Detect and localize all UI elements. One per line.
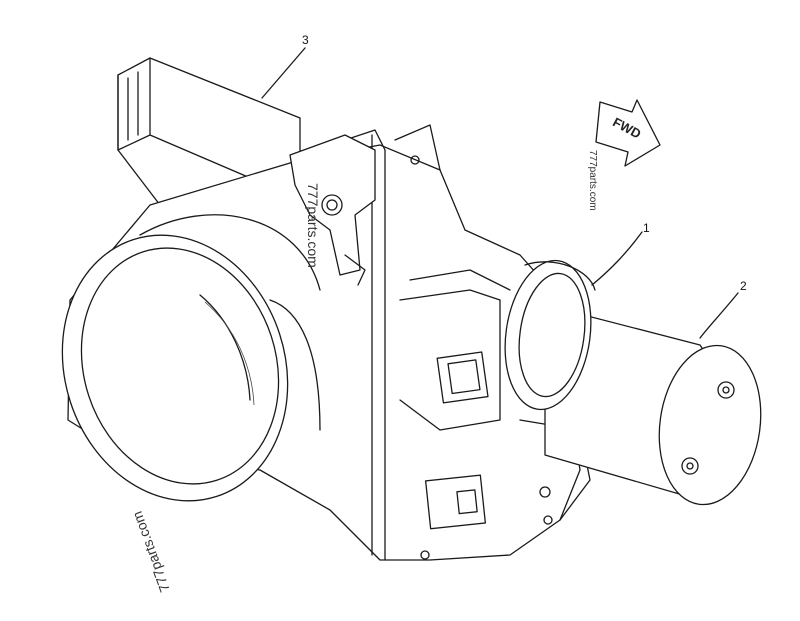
callout-1: 1 [643, 221, 650, 235]
actuator-cylinder [544, 304, 762, 506]
clamp-ring [504, 259, 596, 411]
callout-3: 3 [302, 33, 309, 47]
callout-2: 2 [740, 279, 747, 293]
watermark-middle: 777parts.com [305, 183, 321, 268]
callout-leaders [261, 47, 739, 339]
fwd-arrow: FWD [595, 99, 661, 167]
inlet-bore [61, 214, 321, 502]
linkage-clevis [289, 134, 376, 286]
watermark-bottom: 777parts.com [129, 509, 173, 594]
watermark-top: 777parts.com [587, 150, 598, 211]
